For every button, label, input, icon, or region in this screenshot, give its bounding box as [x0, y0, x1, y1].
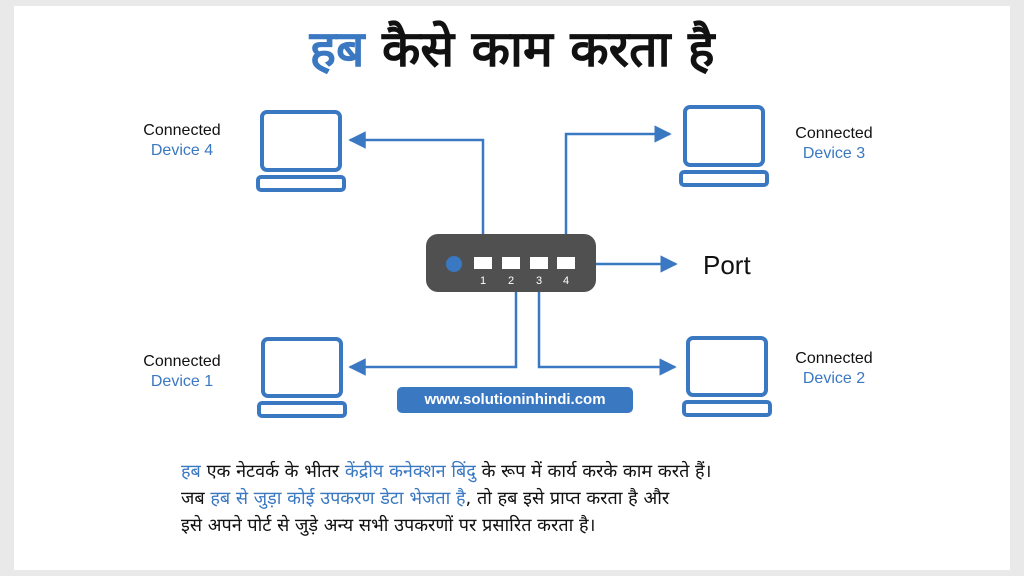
laptop-device-3-icon: [679, 105, 769, 187]
device-1-label-line1: Connected: [143, 353, 221, 370]
device-3-label: Connected Device 3: [784, 124, 884, 164]
desc-l2-s0: जब: [181, 488, 211, 509]
desc-l1-s2: केंद्रीय कनेक्शन बिंदु: [344, 461, 476, 482]
hub-port-1: [474, 257, 492, 269]
laptop-device-2-icon: [682, 336, 772, 417]
link-port4-device3: [564, 125, 672, 260]
hub-power-led-icon: [446, 256, 462, 272]
network-hub: 1 2 3 4: [426, 234, 596, 292]
title-rest: कैसे काम करता है: [382, 20, 715, 78]
desc-l2-s1: हब से जुड़ा कोई उपकरण डेटा भेजता है: [210, 488, 466, 509]
hub-port-3: [530, 257, 548, 269]
device-4-label: Connected Device 4: [132, 121, 232, 161]
device-2-label-line1: Connected: [795, 350, 873, 367]
desc-l1-s1: एक नेटवर्क के भीतर: [200, 461, 345, 482]
link-port1-device4: [348, 131, 485, 260]
link-port3-device2: [537, 287, 677, 376]
port-number-1: 1: [480, 275, 486, 287]
desc-l1-s0: हब: [181, 461, 201, 482]
description-line-3: इसे अपने पोर्ट से जुड़े अन्य सभी उपकरणों…: [181, 512, 901, 539]
laptop-device-4-icon: [256, 110, 346, 192]
port-label: Port: [703, 250, 751, 280]
port-number-3: 3: [536, 275, 542, 287]
laptop-device-1-icon: [257, 337, 347, 418]
device-2-label-line2: Device 2: [802, 370, 866, 387]
desc-l2-s2: , तो हब इसे प्राप्त करता है और: [465, 488, 670, 509]
device-1-label: Connected Device 1: [132, 352, 232, 392]
link-port2-device1: [348, 287, 518, 376]
device-3-label-line2: Device 3: [802, 145, 866, 162]
device-3-label-line1: Connected: [795, 125, 873, 142]
device-4-label-line1: Connected: [143, 122, 221, 139]
website-badge: www.solutioninhindi.com: [397, 387, 633, 413]
device-4-label-line2: Device 4: [150, 142, 214, 159]
title-highlight: हब: [309, 20, 365, 78]
description-line-2: जब हब से जुड़ा कोई उपकरण डेटा भेजता है, …: [181, 485, 901, 512]
device-2-label: Connected Device 2: [784, 349, 884, 389]
hub-port-2: [502, 257, 520, 269]
port-number-4: 4: [563, 275, 569, 287]
device-1-label-line2: Device 1: [150, 373, 214, 390]
desc-l3-s0: इसे अपने पोर्ट से जुड़े अन्य सभी उपकरणों…: [181, 515, 596, 536]
desc-l1-s3: के रूप में कार्य करके काम करते हैं।: [475, 461, 712, 482]
description-paragraph: हब एक नेटवर्क के भीतर केंद्रीय कनेक्शन ब…: [181, 458, 901, 539]
description-line-1: हब एक नेटवर्क के भीतर केंद्रीय कनेक्शन ब…: [181, 458, 901, 485]
port-number-2: 2: [508, 275, 514, 287]
page-title: हब कैसे काम करता है: [0, 22, 1024, 77]
hub-port-4: [557, 257, 575, 269]
